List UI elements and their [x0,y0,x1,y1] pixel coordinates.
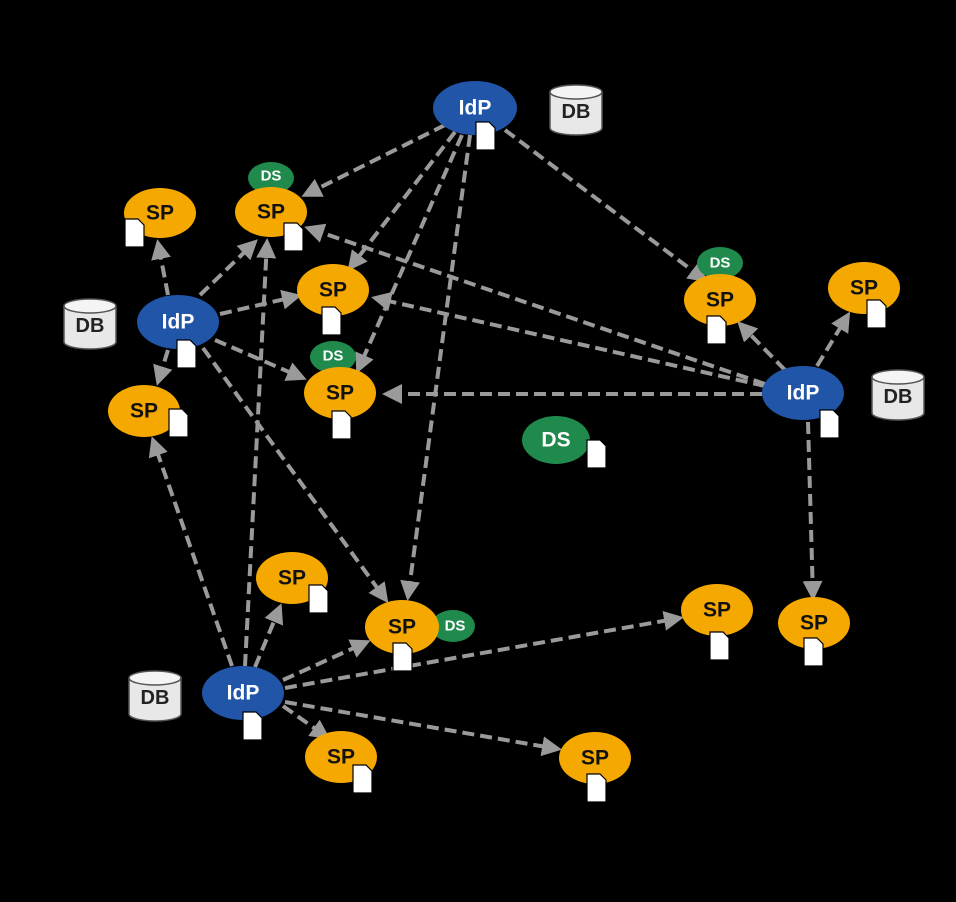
sp-node-e: SP [108,385,189,438]
sp-node-b: SP [235,187,307,252]
db-label: DB [141,687,170,709]
ds-label: DS [541,429,570,452]
document-icon [283,222,304,252]
ds-badge-sp-d: DS [310,341,356,373]
sp-node-f: SP [828,262,900,329]
edge-idp-right-to-sp-c [371,291,766,388]
db-label: DB [884,386,913,408]
edge-idp-top-to-sp-d [355,134,464,374]
edge-idp-bottom-to-sp-e [148,436,234,667]
document-icon [321,306,342,336]
idp-label: IdP [787,382,820,405]
ds-badge-sp-b: DS [248,162,294,194]
sp-node-k: SP [559,732,631,803]
sp-label: SP [850,277,878,300]
idp-node-right: IdP [762,366,844,439]
ds-label: DS [445,618,466,635]
ds-label: DS [323,348,344,365]
document-icon [586,773,607,803]
edge-idp-top-to-sp-right-ds [503,128,709,283]
document-icon [331,410,352,440]
document-icon [168,408,189,438]
document-icon [803,637,824,667]
idp-label: IdP [459,97,492,120]
sp-label: SP [319,279,347,302]
database-icon: DB [549,84,603,136]
document-icon [819,409,840,439]
edge-idp-right-to-sp-b [304,223,766,386]
idp-node-top: IdP [433,81,517,151]
document-icon [308,584,329,614]
edge-idp-top-to-sp-b [301,123,446,197]
ds-badge-sp-center: DS [431,610,475,642]
document-icon [352,764,373,794]
edge-idp-top-to-sp-center [400,134,472,601]
document-icon [866,299,887,329]
document-icon [586,439,607,469]
sp-label: SP [326,382,354,405]
sp-node-j: SP [305,731,377,794]
document-icon [475,121,496,151]
sp-node-i: SP [681,584,753,661]
ds-badge-sp-right: DS [697,247,743,279]
document-icon [242,711,263,741]
idp-node-bottom: IdP [202,666,284,741]
sp-label: SP [257,201,285,224]
edge-idp-top-to-sp-c [347,130,457,272]
edge-idp-left-to-sp-center [201,346,389,604]
idp-label: IdP [227,682,260,705]
sp-label: SP [278,567,306,590]
ds-label: DS [710,255,731,272]
db-label: DB [562,101,591,123]
sp-node-h: SP [256,552,329,614]
document-icon [124,218,145,248]
edge-idp-bottom-to-sp-i [284,610,684,690]
edge-idp-right-to-sp-g [802,421,823,601]
sp-node-g: SP [778,597,850,667]
database-icon: DB [871,369,925,421]
edge-idp-bottom-to-sp-j [281,704,331,740]
sp-label: SP [706,289,734,312]
idp-node-left: IdP [137,295,219,369]
sp-label: SP [581,747,609,770]
database-icon: DB [128,670,182,722]
sp-label: SP [388,616,416,639]
edge-idp-right-to-sp-right-ds [737,321,787,372]
edge-idp-right-to-sp-f [815,311,851,368]
sp-node-center: SP [365,600,439,672]
sp-label: SP [703,599,731,622]
edges [148,123,851,757]
edge-idp-bottom-to-sp-k [284,700,562,757]
sp-node-a: SP [124,188,196,248]
sp-node-c: SP [297,264,369,336]
sp-node-d: SP [304,367,376,440]
sp-label: SP [327,746,355,769]
edge-idp-bottom-to-sp-center [282,639,371,682]
sp-node-right-ds: SP [684,274,756,345]
document-icon [392,642,413,672]
sp-label: SP [146,202,174,225]
edge-idp-left-to-sp-c [219,289,302,316]
edge-idp-bottom-to-sp-h [253,603,284,668]
document-icon [706,315,727,345]
edge-idp-left-to-sp-b [198,239,258,297]
sp-label: SP [130,400,158,423]
edge-idp-bottom-to-sp-b [243,238,277,667]
idp-label: IdP [162,311,195,334]
db-label: DB [76,315,105,337]
sp-label: SP [800,612,828,635]
ds-label: DS [261,168,282,185]
document-icon [709,631,730,661]
database-icon: DB [63,298,117,350]
edge-idp-left-to-sp-a [151,239,171,296]
edge-idp-left-to-sp-e [153,349,173,386]
document-icon [176,339,197,369]
ds-node-standalone: DS [522,416,607,469]
